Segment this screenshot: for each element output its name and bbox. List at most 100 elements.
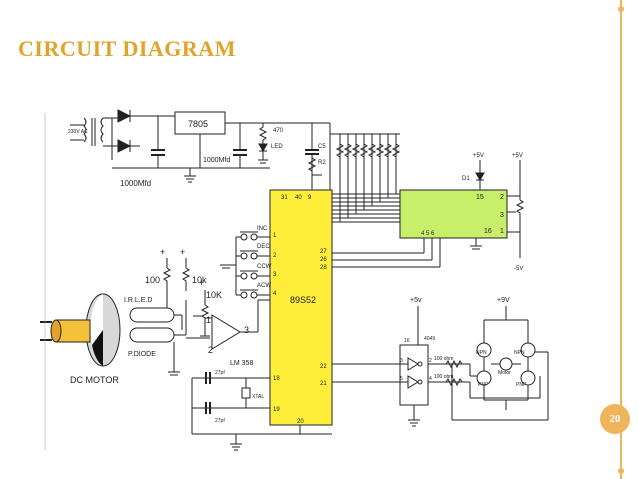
led-symbol [258,143,268,153]
plus-sign-2: + [180,247,185,257]
microcontroller: 89S52 31 40 9 1 2 3 4 27 26 28 18 19 20 … [192,189,333,435]
switch-dec [240,252,248,260]
resistor-470-label: 470 [273,128,284,134]
mcu-pin-40: 40 [295,195,302,201]
lcd-pin-3: 3 [500,212,504,219]
resistor-10k-label: 10k [192,275,207,285]
mcu-pin-27: 27 [320,249,327,255]
resistor-100ohm-2 [445,377,463,387]
resistor-10k-b-label: 10K [206,290,222,300]
motor-label: DC MOTOR [70,375,119,385]
switches: INC DEC CCW ACW [220,226,272,299]
mcu-pin-21: 21 [320,381,327,387]
lcd-pin-2: 2 [500,194,504,201]
bridge-motor-label: Motor [498,370,511,376]
cap-27pf-2-label: 27pf [215,418,225,424]
lcd-display [399,189,508,239]
xtal-label: XTAL [252,394,264,400]
opamp-pin-1: 1 [206,315,211,325]
crystal-xtal [241,387,251,399]
sensor-section: + + + 100 10k 10K I.R.L.E.D P.DIODE 1 2 … [40,247,270,385]
rectifier-diode [117,109,132,123]
resistor-r2-label: R2 [318,160,326,166]
regulator-label: 7805 [188,119,208,129]
mcu-pin-2: 2 [273,253,277,259]
resistor-470 [258,123,268,144]
mcu-chip-89s52 [269,189,333,426]
resistor-100ohm-1 [445,359,463,369]
resistor-r2 [307,157,317,172]
led-label: LED [271,144,283,150]
opamp-pin-2: 2 [208,345,213,355]
pdiode-label: P.DIODE [128,351,156,358]
ir-led [129,307,175,323]
buffer-pin-16: 16 [404,338,410,344]
switch-ccw-label: CCW [257,264,272,270]
buffer-pin-3: 3 [400,358,403,364]
lcd-vcc-2: +5V [512,153,523,159]
res-100ohm-2-label: 100 ohm [434,374,453,380]
photodiode [129,327,175,343]
switch-acw [240,291,248,299]
npn-2-label: NPN [514,350,525,356]
mcu-label: 89S52 [290,295,316,305]
right-accent-rule [620,0,622,479]
bridge-motor [499,357,513,371]
opamp-lm358 [211,314,241,350]
mcu-pin-26: 26 [320,257,327,263]
resistor-100 [162,267,172,291]
res-100ohm-1-label: 100 ohm [434,356,453,362]
mcu-pin-9: 9 [308,195,312,201]
contrast-pot [515,199,525,233]
opamp-label: LM 358 [230,360,253,367]
diode-d1-label: D1 [462,176,470,182]
top-border [0,0,638,3]
pullup-network [330,133,401,222]
mcu-pin-31: 31 [281,195,288,201]
filter-cap-1-label: 1000Mfd [120,179,151,188]
buffer-ic-label: 4049 [424,336,435,342]
transformer-primary [83,117,87,143]
slide-title: CIRCUIT DIAGRAM [18,36,236,61]
mcu-pin-18: 18 [273,376,280,382]
resistor-100-label: 100 [145,275,160,285]
mcu-pin-1: 1 [273,233,277,239]
filter-cap-2-label: 1000Mfd [203,157,230,164]
h-bridge: +9V NPN NPN PNP PNP Motor [476,297,536,410]
mcu-pin-3: 3 [273,272,277,278]
cap-27pf-1-label: 27pf [215,370,225,376]
npn-1-label: NPN [476,350,487,356]
npn-transistor-2 [520,342,536,358]
lcd-pins-456: 4 5 6 [421,231,435,237]
plus-sign-1: + [160,247,165,257]
npn-transistor-1 [476,342,492,358]
switch-inc-label: INC [257,226,268,232]
buffer-ic-4049 [399,344,429,406]
pnp-transistor-1 [476,370,492,386]
accent-dot-bottom [618,468,624,474]
mcu-pin-28: 28 [320,265,327,271]
pnp-transistor-2 [520,370,536,386]
opamp-pin-3: 3 [244,325,249,335]
irled-label: I.R.L.E.D [124,297,152,304]
switch-acw-label: ACW [257,283,271,289]
cap-c5-label: C5 [318,144,326,150]
lcd-data-bus [332,193,441,268]
psu-input-label: 230V AC [68,129,88,135]
accent-dot-top [618,6,624,12]
lcd-pin-15: 15 [476,194,484,201]
lcd-pin-16: 16 [484,228,492,235]
pnp-1-label: PNP [478,382,489,388]
lcd-vcc-1: +5V [473,153,484,159]
switch-ccw [240,272,248,280]
pnp-2-label: PNP [516,382,527,388]
resistor-10k [181,267,191,291]
crystal-oscillator: 27pf 27pf XTAL [191,370,270,451]
switch-inc [240,233,248,241]
page-number-badge: 20 [600,404,630,434]
mcu-pin-19: 19 [273,407,280,413]
lcd-pin-1: 1 [500,228,504,235]
buffer-pin-4: 4 [429,376,432,382]
lcd-module: 15 16 1 2 3 4 5 6 D1 +5V +5V -5V [399,153,525,272]
